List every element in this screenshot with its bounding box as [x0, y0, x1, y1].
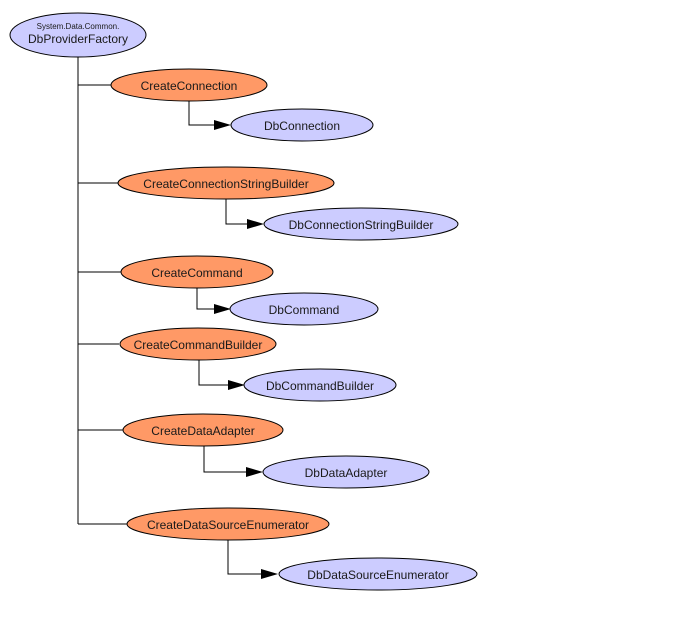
type-node-db-connection — [230, 108, 374, 142]
arrowhead — [247, 219, 264, 229]
type-node-db-data-source-enumerator — [278, 557, 478, 591]
branch-create-connection: CreateConnection DbConnection — [78, 68, 374, 142]
method-label: CreateDataAdapter — [151, 424, 254, 438]
type-node-db-command-builder — [243, 368, 397, 402]
arrowhead — [214, 120, 231, 130]
method-label: CreateCommand — [151, 266, 242, 280]
method-node-create-command-builder — [119, 327, 277, 361]
root-node: System.Data.Common. DbProviderFactory — [9, 12, 147, 58]
type-label: DbCommand — [269, 303, 340, 317]
type-label: DbConnection — [264, 119, 340, 133]
branch-create-command: CreateCommand DbCommand — [78, 255, 379, 326]
type-node-db-connection-string-builder — [263, 207, 459, 241]
arrowhead — [228, 380, 245, 390]
type-label: DbConnectionStringBuilder — [289, 218, 434, 232]
method-label: CreateConnectionStringBuilder — [143, 177, 308, 191]
root-namespace: System.Data.Common. — [37, 22, 120, 31]
return-connector — [225, 199, 247, 225]
return-connector — [203, 446, 246, 473]
method-node-create-data-adapter — [122, 413, 284, 447]
return-connector — [188, 101, 214, 126]
root-name: DbProviderFactory — [28, 32, 128, 46]
type-label: DbDataAdapter — [305, 466, 388, 480]
return-connector — [227, 540, 261, 575]
arrowhead — [261, 569, 278, 579]
type-node-db-command — [229, 292, 379, 326]
method-label: CreateConnection — [141, 79, 238, 93]
branch-create-data-source-enumerator: CreateDataSourceEnumerator DbDataSourceE… — [78, 507, 478, 591]
arrowhead — [246, 467, 263, 477]
return-connector — [196, 288, 214, 310]
branch-create-connection-string-builder: CreateConnectionStringBuilder DbConnecti… — [78, 166, 459, 241]
branch-create-command-builder: CreateCommandBuilder DbCommandBuilder — [78, 327, 397, 402]
type-label: DbCommandBuilder — [266, 379, 374, 393]
return-connector — [198, 360, 228, 386]
branch-create-data-adapter: CreateDataAdapter DbDataAdapter — [78, 413, 430, 489]
method-label: CreateDataSourceEnumerator — [147, 518, 309, 532]
method-label: CreateCommandBuilder — [134, 338, 263, 352]
arrowhead — [214, 304, 231, 314]
type-node-db-data-adapter — [262, 455, 430, 489]
type-label: DbDataSourceEnumerator — [307, 568, 448, 582]
